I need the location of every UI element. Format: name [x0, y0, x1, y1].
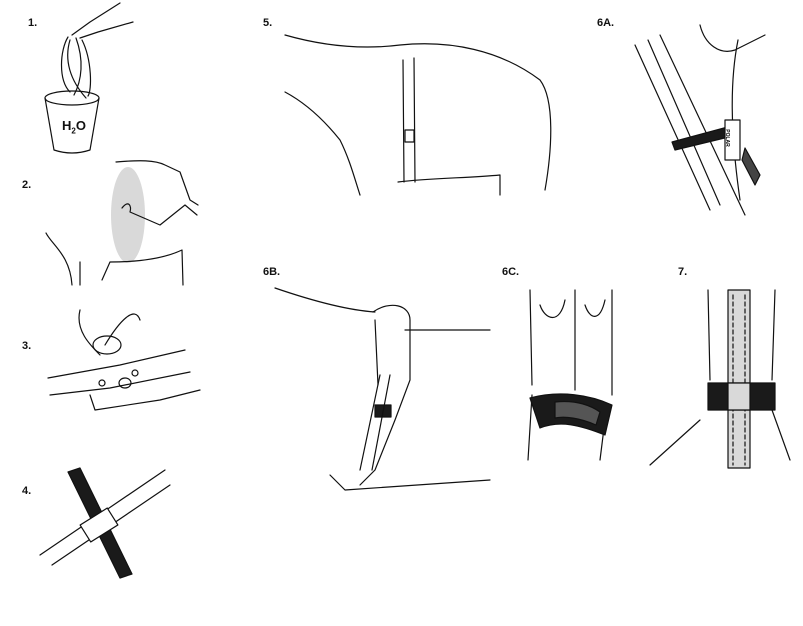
step-label-3: 3.: [22, 340, 32, 352]
girth-strap-6a-illustration: [634, 24, 766, 216]
leg-strap-7-illustration: [649, 289, 791, 469]
h2o-o: O: [75, 118, 86, 133]
horse-chest-illustration: [45, 160, 199, 286]
strap-buckle-illustration: [39, 467, 171, 579]
step-label-1: 1.: [28, 17, 38, 29]
polar-brand-label: POLAR: [723, 129, 730, 147]
bucket-water-label: H2O: [62, 118, 86, 136]
step-label-6a: 6A.: [597, 17, 615, 29]
step-label-2: 2.: [22, 179, 32, 191]
step-label-7: 7.: [678, 266, 688, 278]
hands-sensor-illustration: [47, 309, 201, 411]
step-label-6c: 6C.: [502, 266, 520, 278]
horse-girth-illustration: [284, 34, 552, 196]
h2o-h: H: [62, 118, 72, 133]
leg-strap-6c-illustration: [527, 289, 613, 461]
step-label-4: 4.: [22, 485, 32, 497]
bucket-illustration: [44, 2, 134, 154]
step-label-6b: 6B.: [263, 266, 281, 278]
girth-strap-6b-illustration: [274, 287, 491, 491]
h2o-2: 2: [71, 126, 76, 136]
step-label-5: 5.: [263, 17, 273, 29]
